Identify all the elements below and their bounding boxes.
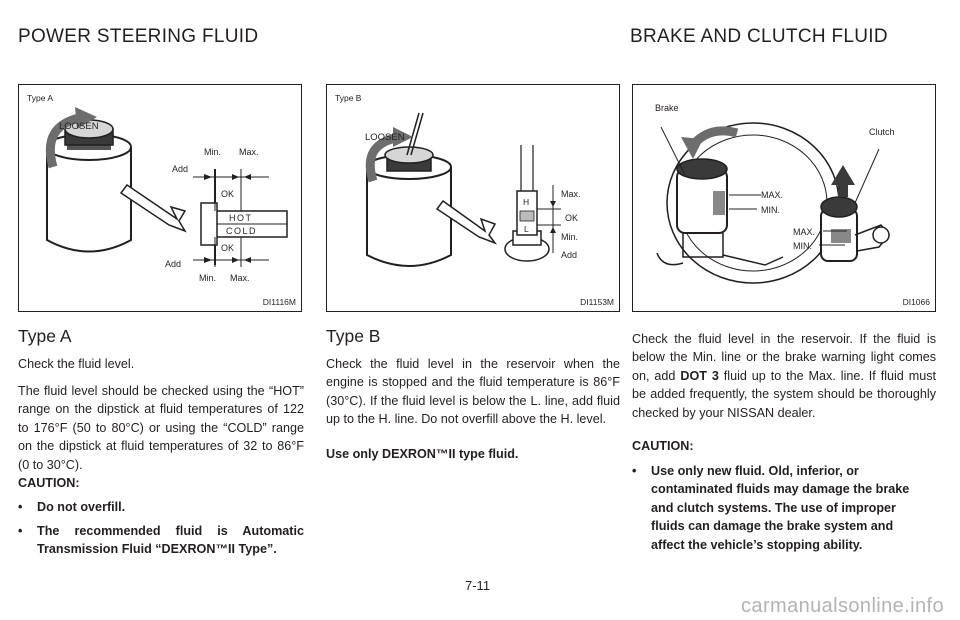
fig-c-clutch: Clutch: [869, 127, 895, 137]
brake-p1-start: Check the fluid level in the reservoir. …: [632, 332, 936, 383]
page-number: 7-11: [465, 578, 491, 593]
fig-c-min-brake: MIN.: [761, 205, 780, 215]
brake-p1-end: fluid up to the Max. line. If fluid must…: [632, 368, 936, 420]
bullet-dot: •: [18, 524, 23, 538]
fig-a-loosen: LOOSEN: [59, 121, 99, 132]
bullet-dot: •: [632, 464, 637, 478]
reservoir-a-illustration: LOOSEN Min. Max. Add OK HOT COLD OK Add …: [45, 107, 288, 283]
watermark: carmanualsonline.info: [741, 595, 944, 617]
type-b-dexron: Use only DEXRON™II type fluid.: [326, 447, 519, 461]
fig-b-max: Max.: [561, 189, 581, 199]
fig-a-ok-top: OK: [221, 189, 234, 199]
header-brake-clutch: BRAKE AND CLUTCH FLUID: [630, 26, 888, 47]
fig-a-ok-bottom: OK: [221, 243, 234, 253]
brake-paragraph: Check the fluid level in the reservoir. …: [632, 330, 936, 422]
fig-a-max-top: Max.: [239, 147, 259, 157]
type-a-paragraph: The fluid level should be checked using …: [18, 384, 304, 472]
fig-a-type-label: Type A: [27, 93, 53, 103]
fig-b-loosen: LOOSEN: [365, 132, 405, 143]
type-b-paragraph: Check the fluid level in the reservoir w…: [326, 357, 620, 427]
fig-b-min: Min.: [561, 232, 578, 242]
bullet-text: The recommended fluid is Automatic Trans…: [37, 524, 304, 557]
fig-c-brake: Brake: [655, 103, 679, 113]
type-a-heading: Type A: [18, 326, 72, 346]
fig-c-max-clutch: MAX.: [793, 227, 815, 237]
fig-b-ok: OK: [565, 213, 578, 223]
type-a-bullet-1: • Do not overfill.: [18, 498, 304, 516]
fig-c-code: DI1066: [902, 297, 930, 307]
fig-a-min-top: Min.: [204, 147, 221, 157]
figure-type-b: LOOSEN H L Max. OK Min. Add Type B DI115…: [326, 84, 620, 312]
reservoir-b-illustration: LOOSEN H L Max. OK Min. Add: [365, 112, 581, 267]
type-a-caution: CAUTION:: [18, 476, 80, 490]
brake-caution: CAUTION:: [632, 439, 694, 453]
fig-c-max-brake: MAX.: [761, 190, 783, 200]
type-a-bullet-2: • The recommended fluid is Automatic Tra…: [18, 522, 304, 559]
fig-a-hot: HOT: [229, 213, 253, 223]
fig-a-add-bottom: Add: [165, 259, 181, 269]
fig-a-code: DI1116M: [262, 297, 296, 307]
fig-a-cold: COLD: [226, 226, 257, 236]
bullet-dot: •: [18, 500, 23, 514]
bullet-text: Use only new fluid. Old, inferior, or co…: [651, 464, 910, 552]
fig-a-add-top: Add: [172, 164, 188, 174]
fig-a-max-bottom: Max.: [230, 273, 250, 283]
fig-b-code: DI1153M: [580, 297, 614, 307]
bullet-text: Do not overfill.: [37, 500, 126, 514]
fig-b-l: L: [524, 224, 529, 234]
brake-dot3: DOT 3: [680, 368, 719, 383]
fig-b-h: H: [523, 197, 529, 207]
fig-b-type-label: Type B: [335, 93, 362, 103]
type-b-heading: Type B: [326, 326, 381, 346]
type-a-check: Check the fluid level.: [18, 357, 135, 371]
fig-a-min-bottom: Min.: [199, 273, 216, 283]
header-power-steering: POWER STEERING FLUID: [18, 26, 259, 47]
figure-type-a: LOOSEN Min. Max. Add OK HOT COLD OK Add …: [18, 84, 302, 312]
figure-brake-clutch: Brake Clutch MAX. MIN. MAX. MIN. DI1066: [632, 84, 936, 312]
fig-b-add: Add: [561, 250, 577, 260]
brake-bullet: • Use only new fluid. Old, inferior, or …: [632, 462, 920, 554]
brake-clutch-illustration: Brake Clutch MAX. MIN. MAX. MIN.: [655, 103, 895, 284]
fig-c-min-clutch: MIN.: [793, 241, 812, 251]
